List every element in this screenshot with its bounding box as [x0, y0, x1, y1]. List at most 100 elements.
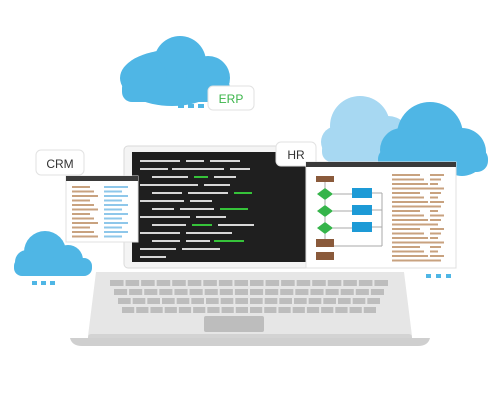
code-line — [140, 200, 184, 202]
doc-line — [392, 223, 432, 226]
doc-line — [392, 250, 424, 253]
code-line — [172, 168, 224, 170]
doc-line — [104, 222, 128, 224]
crm-label: CRM — [46, 157, 73, 171]
keyboard-key — [338, 298, 351, 304]
doc-line — [72, 204, 94, 206]
erp-tag: ERP — [207, 85, 255, 111]
keyboard-key — [122, 307, 135, 313]
keyboard-key — [164, 307, 177, 313]
keyboard-key — [125, 280, 140, 286]
doc-line — [430, 241, 444, 244]
doc-line — [392, 232, 424, 235]
doc-line — [104, 213, 128, 215]
keyboard-key — [219, 289, 233, 295]
keyboard-key — [156, 280, 171, 286]
flowchart-icon — [316, 176, 383, 260]
keyboard-key — [279, 298, 292, 304]
keyboard-key — [321, 307, 334, 313]
keyboard-key — [352, 298, 366, 304]
keyboard-key — [292, 307, 305, 313]
code-line — [140, 216, 190, 218]
code-line — [152, 224, 186, 226]
doc-line — [392, 255, 428, 257]
keyboard-key — [343, 280, 357, 286]
doc-line — [430, 259, 441, 262]
doc-line — [430, 237, 438, 239]
crm-window — [65, 175, 139, 243]
doc-line — [430, 219, 441, 221]
doc-line — [72, 235, 98, 238]
code-line — [152, 176, 188, 178]
keyboard-key — [250, 307, 263, 313]
keyboard-key — [367, 298, 380, 304]
keyboard-key — [363, 307, 376, 313]
keyboard-key — [335, 307, 348, 313]
code-line — [152, 208, 174, 210]
keyboard-key — [187, 280, 202, 286]
keyboard-key — [162, 298, 175, 304]
code-lines — [140, 160, 254, 258]
keyboard-key — [308, 298, 322, 304]
code-line — [180, 208, 214, 210]
doc-line — [392, 192, 420, 194]
doc-line — [392, 241, 432, 244]
keyboard-key — [281, 280, 295, 286]
code-line — [186, 232, 232, 234]
keyboard-key — [193, 307, 206, 313]
keyboard-key — [150, 307, 163, 313]
doc-line — [430, 214, 444, 217]
doc-line — [72, 190, 94, 193]
keyboard-key — [204, 289, 218, 295]
code-line — [196, 216, 226, 218]
keyboard-key — [136, 307, 149, 313]
keyboard-key — [312, 280, 326, 286]
keyboard-key — [296, 280, 311, 286]
code-line — [140, 232, 180, 234]
doc-line — [72, 217, 94, 220]
keyboard-key — [174, 289, 188, 295]
keyboard-key — [265, 280, 280, 286]
doc-line — [72, 199, 90, 202]
keyboard-key — [278, 307, 291, 313]
doc-line — [392, 210, 420, 212]
doc-line — [430, 205, 441, 208]
hr-label: HR — [287, 148, 305, 162]
keyboard-key — [118, 298, 131, 304]
doc-line — [430, 196, 438, 199]
doc-line — [430, 192, 441, 194]
doc-line — [430, 183, 438, 185]
doc-line — [430, 246, 441, 248]
doc-line — [392, 214, 424, 217]
code-line — [204, 184, 230, 186]
doc-line — [392, 259, 432, 262]
code-line — [188, 192, 228, 194]
keyboard-key — [294, 298, 307, 304]
code-line — [152, 192, 182, 194]
keyboard-key — [114, 289, 128, 295]
keyboard-key — [295, 289, 309, 295]
doc-line — [392, 183, 428, 185]
doc-line — [430, 174, 444, 176]
code-line — [190, 200, 212, 202]
doc-line — [430, 232, 441, 235]
code-line — [220, 208, 248, 210]
code-line — [192, 224, 212, 226]
doc-line — [430, 178, 441, 181]
code-line — [186, 240, 210, 242]
doc-line — [104, 199, 122, 202]
doc-line — [392, 187, 432, 190]
keyboard-key — [374, 280, 388, 286]
hr-window — [305, 161, 457, 269]
code-line — [214, 240, 244, 242]
keyboard-key — [358, 280, 373, 286]
doc-line — [392, 246, 420, 248]
doc-line — [430, 223, 438, 226]
keyboard-key — [355, 289, 369, 295]
doc-line — [430, 250, 438, 253]
doc-line — [72, 195, 98, 197]
doc-line — [430, 228, 444, 230]
doc-line — [72, 213, 90, 215]
keyboard-key — [110, 280, 124, 286]
code-line — [218, 224, 254, 226]
